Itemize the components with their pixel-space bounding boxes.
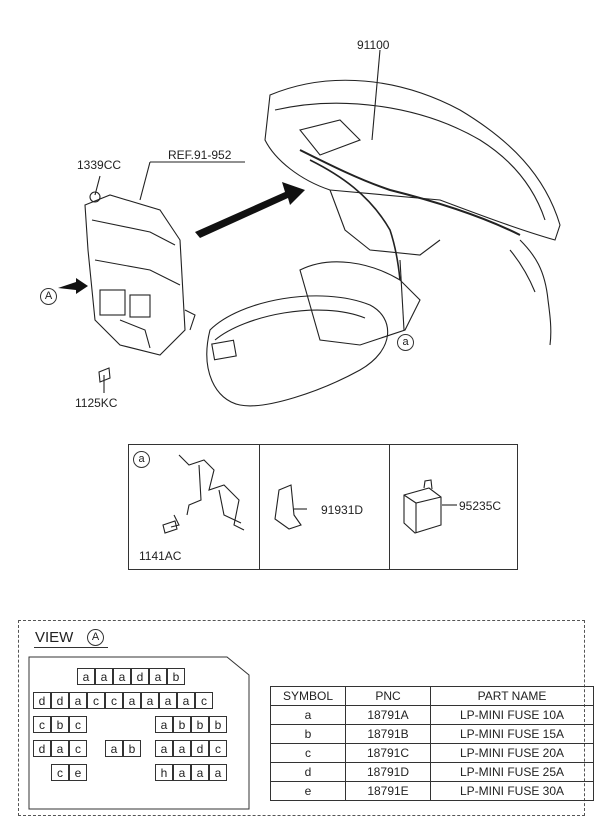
table-cell: 18791B — [345, 724, 431, 744]
table-header: SYMBOL — [270, 686, 346, 706]
table-cell: c — [270, 743, 346, 763]
fuse-slot: c — [195, 692, 213, 709]
fuse-slot: a — [173, 764, 191, 781]
fuse-slot: a — [95, 668, 113, 685]
fuse-slot: b — [51, 716, 69, 733]
detail-relay-callout: 95235C — [459, 499, 502, 513]
fuse-slot: d — [191, 740, 209, 757]
table-cell: e — [270, 781, 346, 801]
fuse-slot: b — [167, 668, 185, 685]
fuse-slot: c — [209, 740, 227, 757]
fuse-slot: a — [173, 740, 191, 757]
detail-bolt-callout: 1141AC — [139, 549, 182, 563]
table-cell: b — [270, 724, 346, 744]
fuse-slot: b — [173, 716, 191, 733]
nut-callout: 1339CC — [77, 158, 122, 172]
table-cell: 18791D — [345, 762, 431, 782]
table-header: PNC — [345, 686, 431, 706]
detail-a-marker: a — [397, 334, 414, 351]
view-title: VIEW — [35, 629, 74, 646]
fuse-slot: d — [131, 668, 149, 685]
fuse-slot: e — [69, 764, 87, 781]
table-cell: LP-MINI FUSE 10A — [430, 705, 594, 725]
fuse-slot: c — [69, 716, 87, 733]
table-cell: 18791C — [345, 743, 431, 763]
fuse-slot: c — [51, 764, 69, 781]
fuse-slot: a — [105, 740, 123, 757]
detail-panel: a 1141AC 91931D 95235C — [128, 444, 518, 570]
fuse-slot: b — [191, 716, 209, 733]
view-a-marker: A — [40, 288, 57, 305]
bolt-callout: 1125KC — [75, 396, 118, 410]
fuse-slot: a — [113, 668, 131, 685]
table-cell: a — [270, 705, 346, 725]
fuse-box-outline — [28, 656, 250, 810]
fuse-slot: b — [209, 716, 227, 733]
fuse-slot: a — [155, 716, 173, 733]
ref-callout: REF.91-952 — [168, 148, 232, 162]
detail-panel-marker: a — [133, 451, 150, 468]
fuse-slot: d — [51, 692, 69, 709]
fuse-slot: a — [69, 692, 87, 709]
fuse-slot: c — [33, 716, 51, 733]
fuse-slot: d — [33, 692, 51, 709]
table-cell: LP-MINI FUSE 15A — [430, 724, 594, 744]
fuse-slot: a — [123, 692, 141, 709]
fuse-slot: h — [155, 764, 173, 781]
fuse-slot: a — [155, 740, 173, 757]
fuse-slot: d — [33, 740, 51, 757]
table-cell: d — [270, 762, 346, 782]
table-cell: LP-MINI FUSE 30A — [430, 781, 594, 801]
fuse-slot: a — [191, 764, 209, 781]
detail-bracket-callout: 91931D — [321, 503, 364, 517]
view-title-marker: A — [87, 629, 104, 646]
main-illustration — [58, 49, 561, 407]
fuse-slot: b — [123, 740, 141, 757]
fuse-slot: a — [159, 692, 177, 709]
harness-callout: 91100 — [357, 38, 390, 52]
detail-drawings — [162, 454, 457, 534]
fuse-slot: a — [177, 692, 195, 709]
table-cell: 18791E — [345, 781, 431, 801]
fuse-slot: a — [141, 692, 159, 709]
fuse-slot: c — [87, 692, 105, 709]
fuse-slot: a — [149, 668, 167, 685]
fuse-slot: a — [209, 764, 227, 781]
table-cell: LP-MINI FUSE 25A — [430, 762, 594, 782]
table-cell: LP-MINI FUSE 20A — [430, 743, 594, 763]
fuse-slot: c — [69, 740, 87, 757]
fuse-slot: a — [51, 740, 69, 757]
table-header: PART NAME — [430, 686, 594, 706]
fuse-slot: a — [77, 668, 95, 685]
fuse-slot: c — [105, 692, 123, 709]
table-cell: 18791A — [345, 705, 431, 725]
